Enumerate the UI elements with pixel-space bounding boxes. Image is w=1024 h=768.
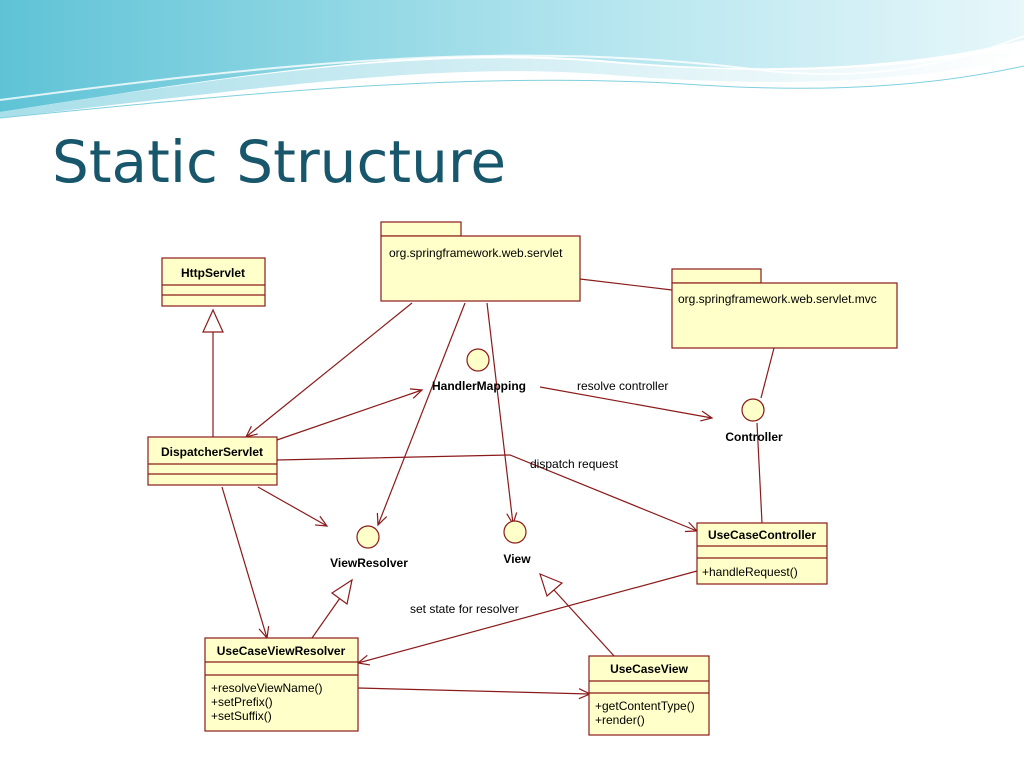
class-httpservlet-name: HttpServlet — [181, 266, 245, 280]
class-usecaseview-name: UseCaseView — [610, 662, 688, 676]
interface-view: View — [503, 520, 531, 566]
package-mvc: org.springframework.web.servlet.mvc — [671, 268, 898, 349]
edge-package-to-dispatcher — [244, 302, 413, 438]
slide-title: Static Structure — [52, 128, 507, 196]
class-usecaseview: UseCaseView +getContentType() +render() — [588, 655, 710, 736]
class-usecaseviewresolver-name: UseCaseViewResolver — [217, 644, 346, 658]
interface-view-label: View — [503, 552, 531, 566]
class-usecaseviewresolver-op-1: +setPrefix() — [211, 695, 273, 709]
edge-package-to-view — [486, 302, 518, 526]
realization-viewresolver-line — [311, 597, 341, 639]
edge-dispatcher-to-usecaseviewresolver — [221, 486, 270, 640]
header-wave-decoration — [0, 0, 1024, 119]
interface-viewresolver: ViewResolver — [330, 525, 408, 570]
realization-view-line — [553, 589, 616, 658]
edge-dispatcher-to-viewresolver — [257, 486, 329, 527]
realization-viewresolver-triangle — [330, 578, 353, 606]
interface-controller-label: Controller — [725, 430, 783, 444]
package-servlet: org.springframework.web.servlet — [380, 221, 581, 302]
generalization-triangle-httpservlet — [202, 308, 224, 333]
class-usecaseviewresolver-op-2: +setSuffix() — [211, 709, 272, 723]
edge-viewresolver-to-view — [357, 687, 592, 700]
edge-handlermapping-to-controller — [539, 386, 714, 422]
edge-label-resolve-controller: resolve controller — [577, 379, 668, 393]
edge-package-to-viewresolver — [376, 302, 466, 527]
class-usecasecontroller-op-0: +handleRequest() — [702, 565, 798, 579]
class-httpservlet: HttpServlet — [161, 257, 266, 307]
edge-label-dispatch-request: dispatch request — [530, 457, 619, 471]
class-usecaseviewresolver: UseCaseViewResolver +resolveViewName() +… — [204, 637, 359, 732]
edge-dispatcher-to-usecasecontroller — [276, 454, 699, 533]
class-dispatcherservlet-name: DispatcherServlet — [161, 445, 263, 459]
edge-controller-realization — [756, 422, 763, 524]
class-usecaseview-op-0: +getContentType() — [595, 699, 695, 713]
class-usecasecontroller-name: UseCaseController — [708, 528, 816, 542]
edge-dispatcher-to-handlermapping — [276, 388, 424, 441]
interface-controller: Controller — [725, 398, 783, 444]
class-usecaseview-op-1: +render() — [595, 713, 645, 727]
class-usecaseviewresolver-op-0: +resolveViewName() — [211, 681, 323, 695]
realization-view-triangle — [539, 572, 564, 598]
edge-package-to-mvc-package — [579, 278, 673, 291]
class-usecasecontroller: UseCaseController +handleRequest() — [696, 522, 828, 585]
edge-controller-to-viewresolver — [356, 570, 698, 666]
interface-viewresolver-label: ViewResolver — [330, 556, 408, 570]
interface-handlermapping-label: HandlerMapping — [432, 379, 526, 393]
edge-label-set-state: set state for resolver — [410, 602, 519, 616]
edge-mvc-to-controller — [760, 347, 775, 399]
package-servlet-label: org.springframework.web.servlet — [389, 246, 563, 260]
interface-handlermapping: HandlerMapping — [432, 348, 526, 393]
class-dispatcherservlet: DispatcherServlet — [147, 436, 278, 486]
package-mvc-label: org.springframework.web.servlet.mvc — [678, 292, 877, 306]
